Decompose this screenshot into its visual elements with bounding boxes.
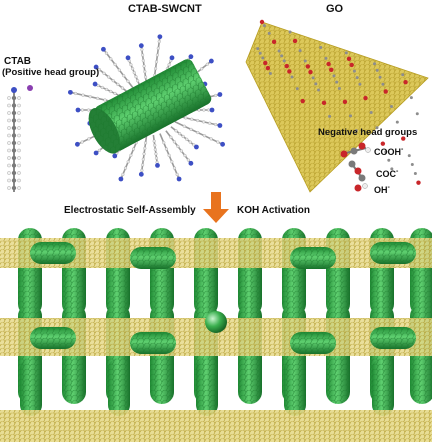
cooh-label: COOH- <box>374 146 404 157</box>
oh-group-icon <box>354 183 368 192</box>
ctab-molecule <box>7 85 33 192</box>
cooh-group-icon <box>340 142 371 158</box>
koh-activation-label: KOH Activation <box>237 205 310 216</box>
process-arrow-icon <box>203 192 229 223</box>
go-sheet <box>245 19 429 193</box>
assembled-3d-structure <box>0 228 432 442</box>
negative-head-groups-label: Negative head groups <box>318 127 418 138</box>
ctab-swcnt-label: CTAB-SWCNT <box>128 3 202 15</box>
go-label: GO <box>326 3 344 15</box>
oh-label: OH- <box>374 184 390 195</box>
electrostatic-self-assembly-label: Electrostatic Self-Assembly <box>64 205 196 216</box>
coc-group-icon <box>348 160 366 182</box>
ctab-swcnt-structure <box>67 34 226 182</box>
ctab-subtitle: (Positive head group) <box>2 67 100 78</box>
ctab-label: CTAB <box>4 56 32 67</box>
coc-label: COC- <box>376 168 399 179</box>
